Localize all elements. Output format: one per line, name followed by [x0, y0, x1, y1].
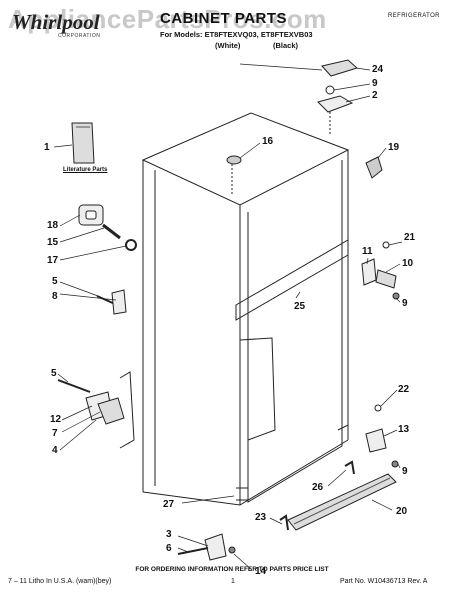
callout-5b: 5 [51, 368, 57, 379]
callout-27: 27 [163, 499, 175, 510]
color-white: (White) [215, 41, 241, 50]
part-number: Part No. W10436713 Rev. A [340, 578, 428, 585]
cabinet-top [141, 112, 350, 206]
callout-14: 14 [255, 566, 267, 577]
callout-24: 24 [372, 64, 384, 75]
callout-19: 19 [388, 142, 400, 153]
callout-3: 3 [166, 529, 172, 540]
watermark: AppliancePartsPros.com [8, 4, 327, 34]
divider-rail [235, 239, 349, 321]
callout-26: 26 [312, 482, 324, 493]
brand-sub: CORPORATION [58, 33, 101, 39]
callout-23: 23 [255, 512, 267, 523]
page-number: 1 [231, 578, 235, 585]
callout-12: 12 [50, 414, 62, 425]
callout-13: 13 [398, 424, 410, 435]
callout-2: 2 [372, 90, 378, 101]
brand-logo: Whirlpool [12, 10, 100, 34]
callout-10: 10 [402, 258, 414, 269]
callout-16: 16 [262, 136, 274, 147]
callout-5: 5 [52, 276, 58, 287]
callout-20: 20 [396, 506, 408, 517]
callout-18: 18 [47, 220, 59, 231]
callout-22: 22 [398, 384, 410, 395]
callout-9c: 9 [402, 466, 408, 477]
model-numbers: For Models: ET8FTEXVQ03, ET8FTEXVB03 [160, 30, 313, 39]
ordering-note: FOR ORDERING INFORMATION REFER TO PARTS … [135, 566, 329, 573]
color-black: (Black) [273, 41, 299, 50]
literature-parts-label: Literature Parts [63, 167, 108, 173]
callout-25: 25 [294, 301, 306, 312]
callout-17: 17 [47, 255, 59, 266]
callout-15: 15 [47, 237, 59, 248]
callout-4: 4 [52, 445, 58, 456]
callout-9: 9 [372, 78, 378, 89]
litho-info: 7 – 11 Litho In U.S.A. (wam)(bey) [8, 578, 112, 585]
callout-21: 21 [404, 232, 416, 243]
callout-9b: 9 [402, 298, 408, 309]
page-title: CABINET PARTS [160, 10, 288, 27]
product-type: REFRIGERATOR [388, 13, 440, 19]
callout-7: 7 [52, 428, 58, 439]
callout-6: 6 [166, 543, 172, 554]
callout-11: 11 [362, 246, 373, 257]
callout-8: 8 [52, 291, 58, 302]
cabinet-bottom [142, 439, 349, 506]
callout-1: 1 [44, 142, 50, 153]
